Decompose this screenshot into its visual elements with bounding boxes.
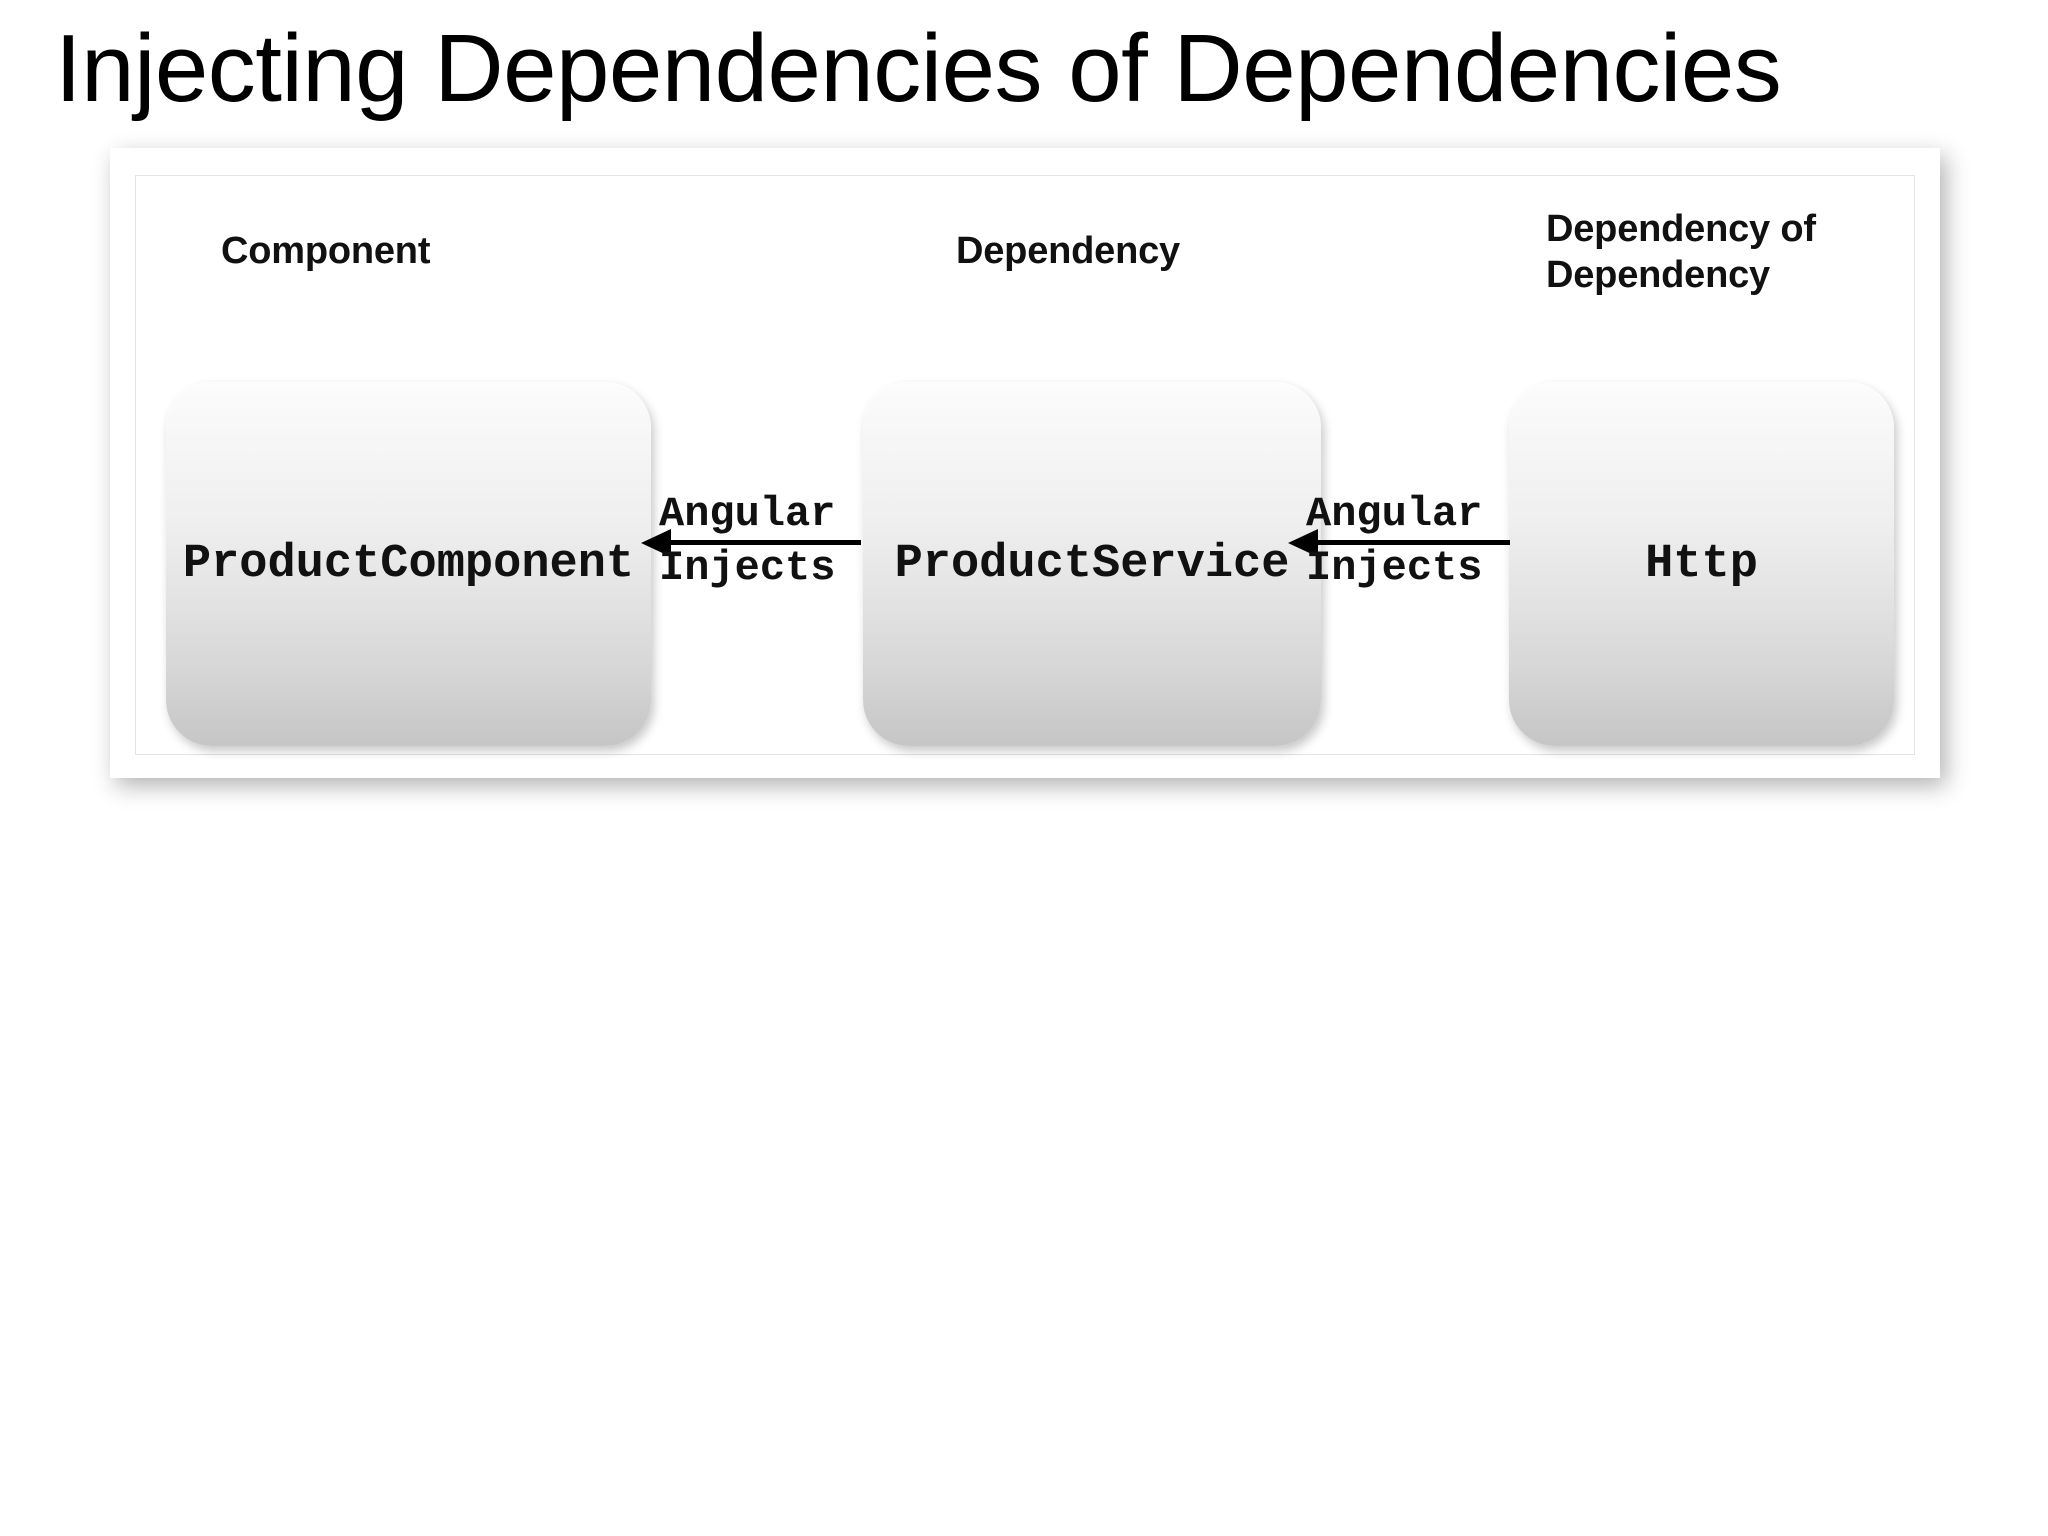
arrow-http-to-service-label-bottom: Injects — [1306, 544, 1483, 592]
node-product-service-label: ProductService — [894, 537, 1290, 591]
node-product-service[interactable]: ProductService — [863, 382, 1321, 746]
node-http[interactable]: Http — [1509, 382, 1894, 746]
node-product-component[interactable]: ProductComponent — [166, 382, 651, 746]
arrow-service-to-component-label-bottom: Injects — [659, 544, 836, 592]
arrow-service-to-component: Angular Injects — [641, 492, 861, 590]
column-label-component: Component — [221, 230, 431, 272]
column-label-dependency: Dependency — [956, 230, 1180, 272]
arrow-line — [667, 540, 861, 545]
arrow-left-head-icon — [641, 529, 671, 557]
arrow-line — [1314, 540, 1510, 545]
arrow-service-to-component-label-top: Angular — [659, 490, 836, 538]
arrow-left-head-icon — [1288, 529, 1318, 557]
diagram-card: Component Dependency Dependency of Depen… — [110, 148, 1940, 778]
arrow-http-to-service: Angular Injects — [1288, 492, 1510, 590]
node-product-component-label: ProductComponent — [182, 537, 635, 591]
diagram-panel: Component Dependency Dependency of Depen… — [135, 175, 1915, 755]
column-label-dependency-of-dependency: Dependency of Dependency — [1546, 208, 1816, 296]
arrow-http-to-service-label-top: Angular — [1306, 490, 1483, 538]
page-title: Injecting Dependencies of Dependencies — [55, 15, 1782, 122]
node-http-label: Http — [1645, 537, 1758, 591]
